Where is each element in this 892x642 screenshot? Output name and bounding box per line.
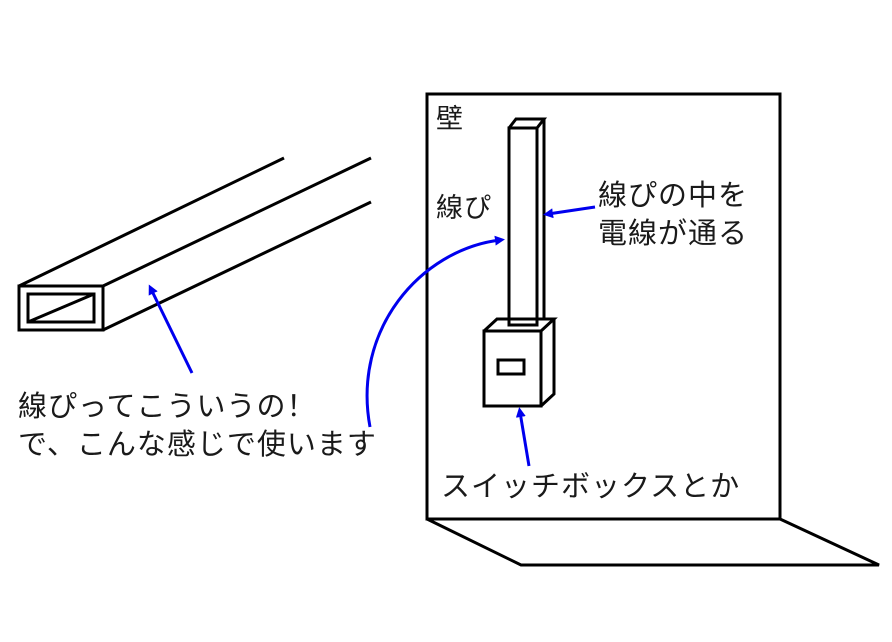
molding-illustration (17, 156, 372, 332)
arrow-usage-curve (365, 235, 505, 428)
switch-box-top (482, 317, 558, 333)
molding-bottom-edge (102, 200, 372, 332)
switch-box-opening (496, 358, 526, 376)
molding-end-inner (26, 292, 96, 324)
arrow-wire-inside (543, 205, 596, 219)
wall-molding-front (507, 126, 539, 327)
explanation-note: 線ぴってこういうの！ で、こんな感じで使います (18, 387, 377, 463)
molding-top-edge-near (102, 156, 372, 288)
switch-box-label: スイッチボックスとか (441, 469, 741, 503)
molding-top-edge-far (18, 156, 285, 288)
molding-tag-label: 線ぴ (436, 193, 492, 224)
explanation-line-2: で、こんな感じで使います (18, 427, 377, 461)
explanation-line-1: 線ぴってこういうの！ (18, 389, 317, 423)
wall-scene (425, 92, 880, 567)
wall-panel (425, 92, 782, 521)
wall-molding-top (507, 117, 548, 129)
molding-end-outer (17, 284, 105, 332)
wire-note-line-2: 電線が通る (598, 216, 749, 250)
floor-outline (426, 517, 880, 567)
annotation-arrows (148, 205, 596, 467)
arrow-switch-box (515, 407, 531, 467)
wire-note-line-1: 線ぴの中を (598, 178, 749, 212)
molding-end-diagonal (27, 292, 95, 324)
wall-label: 壁 (436, 104, 464, 135)
wire-note: 線ぴの中を 電線が通る (598, 176, 748, 252)
switch-box-front (482, 329, 543, 408)
switch-box-side (539, 319, 556, 408)
arrow-to-molding (148, 284, 194, 374)
